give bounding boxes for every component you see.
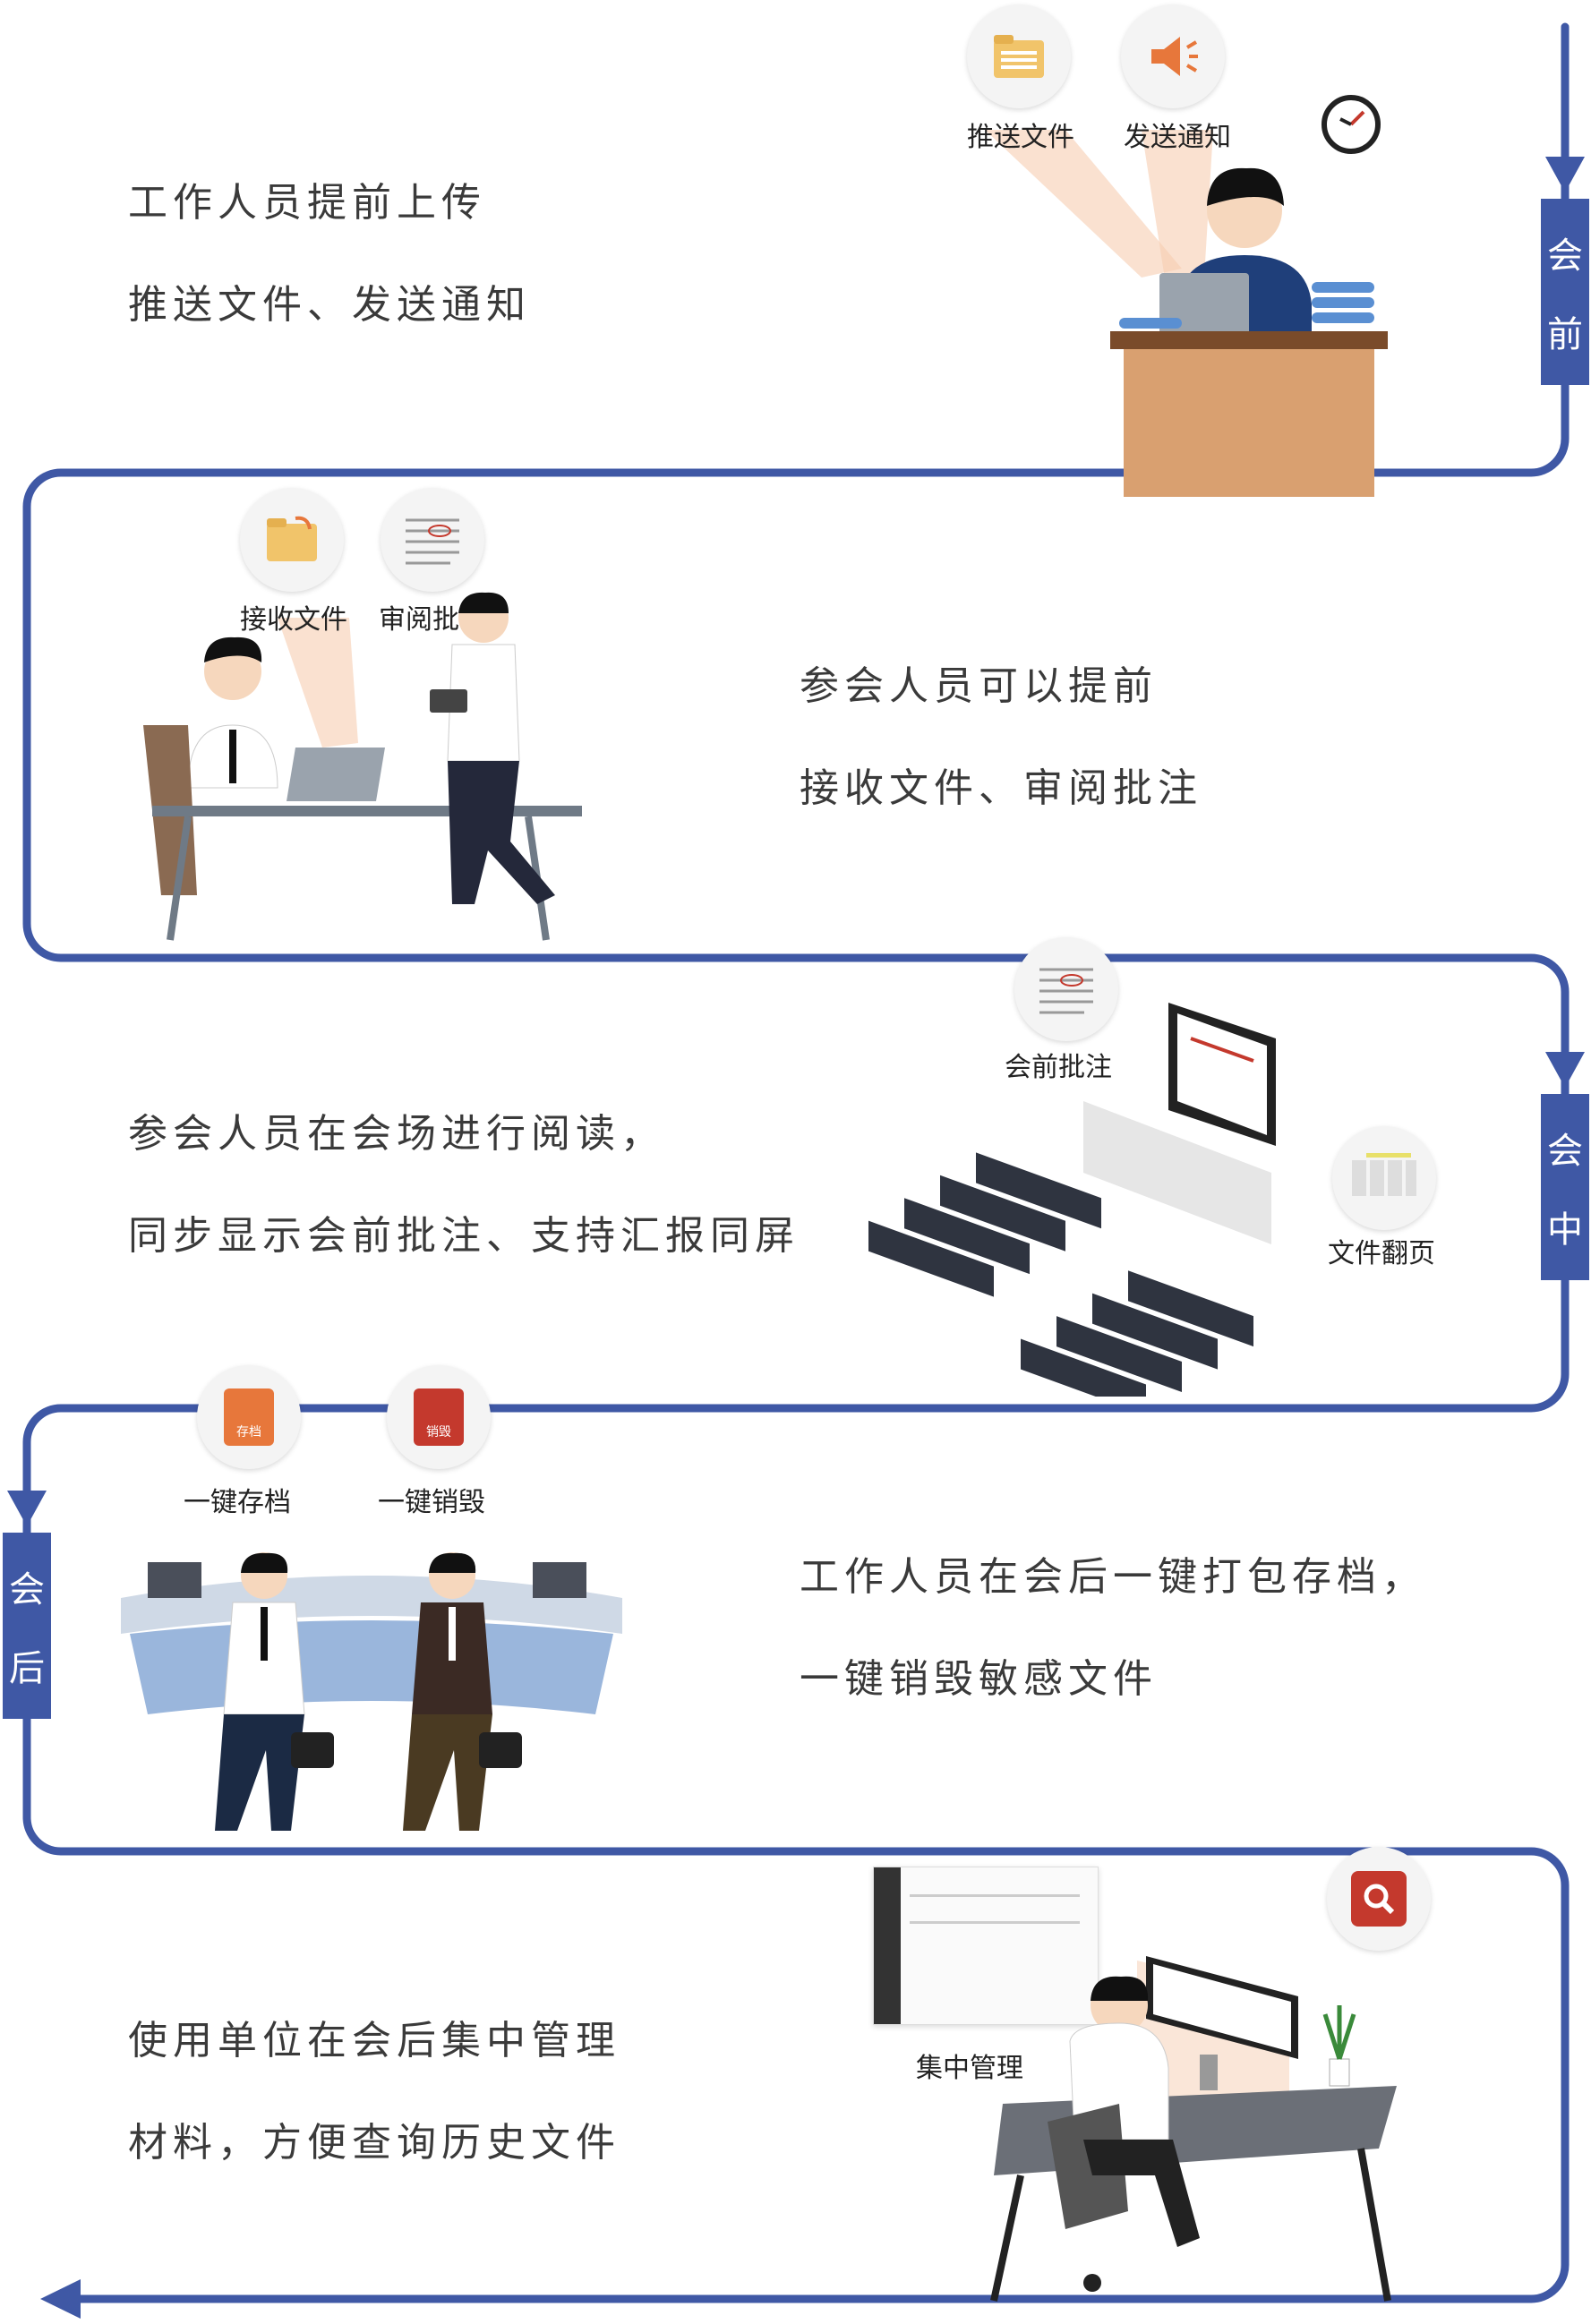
- destroy-label: 一键销毁: [378, 1488, 485, 1517]
- stage-tab-before-char-1: 会: [1547, 236, 1583, 276]
- section-4-text: 工作人员在会后一键打包存档， 一键销毁敏感文件: [800, 1558, 1426, 1762]
- management-sidebar: [874, 1867, 901, 2024]
- save-icon: 存档: [224, 1388, 274, 1446]
- search-icon: [1351, 1871, 1407, 1927]
- central-management-label: 集中管理: [916, 2054, 1023, 2083]
- stage-tab-during-char-1: 会: [1547, 1132, 1583, 1171]
- stage-tab-after-char-1: 会: [9, 1570, 45, 1610]
- stage-tab-before-char-2: 前: [1547, 315, 1583, 355]
- arrow-down-2: [1545, 1052, 1585, 1088]
- section-3-text: 参会人员在会场进行阅读， 同步显示会前批注、支持汇报同屏: [128, 1115, 800, 1319]
- destroy-badge-text: 销毁: [426, 1424, 451, 1439]
- section-2-text: 参会人员可以提前 接收文件、审阅批注: [800, 667, 1202, 871]
- section-5-line-1: 使用单位在会后集中管理: [128, 2019, 620, 2063]
- section-3-line-1: 参会人员在会场进行阅读，: [128, 1112, 665, 1156]
- stage-tab-during-char-2: 中: [1547, 1210, 1583, 1250]
- stage-tab-after-char-2: 后: [9, 1649, 45, 1688]
- office-workers-illustration: [143, 592, 582, 941]
- archive-label: 一键存档: [184, 1488, 291, 1517]
- stage-tab-before: 会 前: [1541, 199, 1589, 385]
- review-annotate-bubble: [381, 488, 484, 592]
- trash-icon: 销毁: [414, 1388, 464, 1446]
- clock-icon: [1322, 95, 1381, 154]
- computer-worker-illustration: [990, 1956, 1397, 2302]
- page-turn-bubble: [1332, 1126, 1436, 1230]
- arrow-down-1: [1545, 157, 1585, 192]
- folder-icon: [267, 516, 317, 561]
- section-2-line-1: 参会人员可以提前: [800, 664, 1158, 708]
- send-notice-label: 发送通知: [1124, 123, 1231, 152]
- pre-annotation-label: 会前批注: [1005, 1053, 1112, 1082]
- receive-file-bubble: [240, 488, 344, 592]
- stage-tab-after: 会 后: [3, 1533, 51, 1719]
- section-2-beam: [278, 618, 358, 748]
- section-1-line-1: 工作人员提前上传: [128, 181, 486, 225]
- destroy-bubble: 销毁: [387, 1365, 491, 1469]
- section-3-line-2: 同步显示会前批注、支持汇报同屏: [128, 1214, 800, 1258]
- section-4-line-1: 工作人员在会后一键打包存档，: [800, 1555, 1426, 1599]
- management-content-line: [910, 1921, 1080, 1924]
- send-notice-bubble: [1121, 4, 1225, 108]
- push-file-bubble: [967, 4, 1071, 108]
- search-bubble: [1327, 1847, 1431, 1951]
- page-turn-label: 文件翻页: [1328, 1239, 1435, 1269]
- archive-bubble: 存档: [197, 1365, 301, 1469]
- section-4-line-2: 一键销毁敏感文件: [800, 1657, 1158, 1701]
- walking-staff-illustration: [121, 1552, 622, 1831]
- section-5-text: 使用单位在会后集中管理 材料，方便查询历史文件: [128, 2021, 620, 2226]
- section-2-line-2: 接收文件、审阅批注: [800, 766, 1202, 810]
- folder-icon: [994, 35, 1044, 78]
- receive-file-label: 接收文件: [240, 605, 347, 635]
- worker-at-desk-illustration: [1110, 167, 1388, 497]
- section-5-line-2: 材料，方便查询历史文件: [128, 2121, 620, 2165]
- section-1-line-2: 推送文件、发送通知: [128, 283, 531, 327]
- section-1-text: 工作人员提前上传 推送文件、发送通知: [128, 184, 531, 388]
- management-screenshot: [873, 1867, 1099, 2025]
- archive-badge-text: 存档: [236, 1424, 261, 1439]
- push-file-label: 推送文件: [967, 123, 1074, 152]
- section-1-beam-1: [985, 130, 1213, 278]
- megaphone-icon: [1151, 37, 1198, 76]
- pre-annotation-bubble: [1014, 937, 1118, 1041]
- stage-tab-during: 会 中: [1541, 1094, 1589, 1280]
- management-content-line: [910, 1894, 1080, 1897]
- arrow-down-3: [7, 1491, 47, 1526]
- document-icon: [1039, 968, 1093, 1014]
- document-icon: [1352, 1153, 1416, 1196]
- arrow-left-end: [40, 2279, 81, 2319]
- conference-hall-illustration: [868, 1003, 1276, 1397]
- document-icon: [406, 518, 459, 565]
